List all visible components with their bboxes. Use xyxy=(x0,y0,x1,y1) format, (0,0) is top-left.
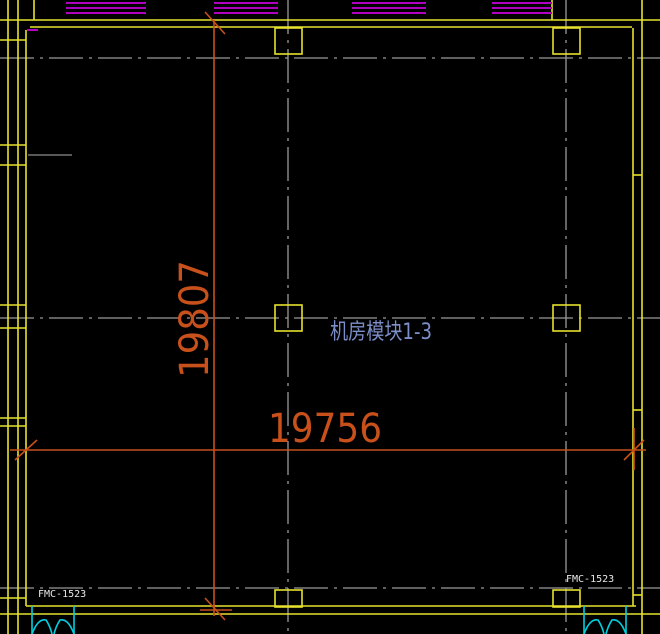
dimension-value-vertical: 19807 xyxy=(172,260,218,378)
room-label: 机房模块1-3 xyxy=(330,320,432,345)
window-top-3 xyxy=(352,2,426,14)
dimension-tick-vertical-top xyxy=(204,11,226,35)
columns xyxy=(274,27,581,608)
door-left xyxy=(31,606,75,634)
dimension-lines xyxy=(10,11,646,621)
door-label-left: FMC-1523 xyxy=(38,589,86,600)
column xyxy=(552,27,581,55)
column xyxy=(274,27,303,55)
doors xyxy=(31,606,627,634)
dimension-tick-vertical-bottom xyxy=(204,597,226,621)
door-label-right: FMC-1523 xyxy=(566,574,614,585)
door-right xyxy=(583,606,627,634)
windows xyxy=(27,2,552,31)
dimension-tick-horizontal-left xyxy=(14,439,38,461)
window-top-2 xyxy=(214,2,278,14)
column xyxy=(274,304,303,332)
dimension-value-horizontal: 19756 xyxy=(268,406,382,452)
column xyxy=(552,304,581,332)
window-top-4 xyxy=(492,2,552,14)
column xyxy=(274,589,303,608)
window-top-1 xyxy=(66,2,146,14)
column xyxy=(552,589,581,608)
